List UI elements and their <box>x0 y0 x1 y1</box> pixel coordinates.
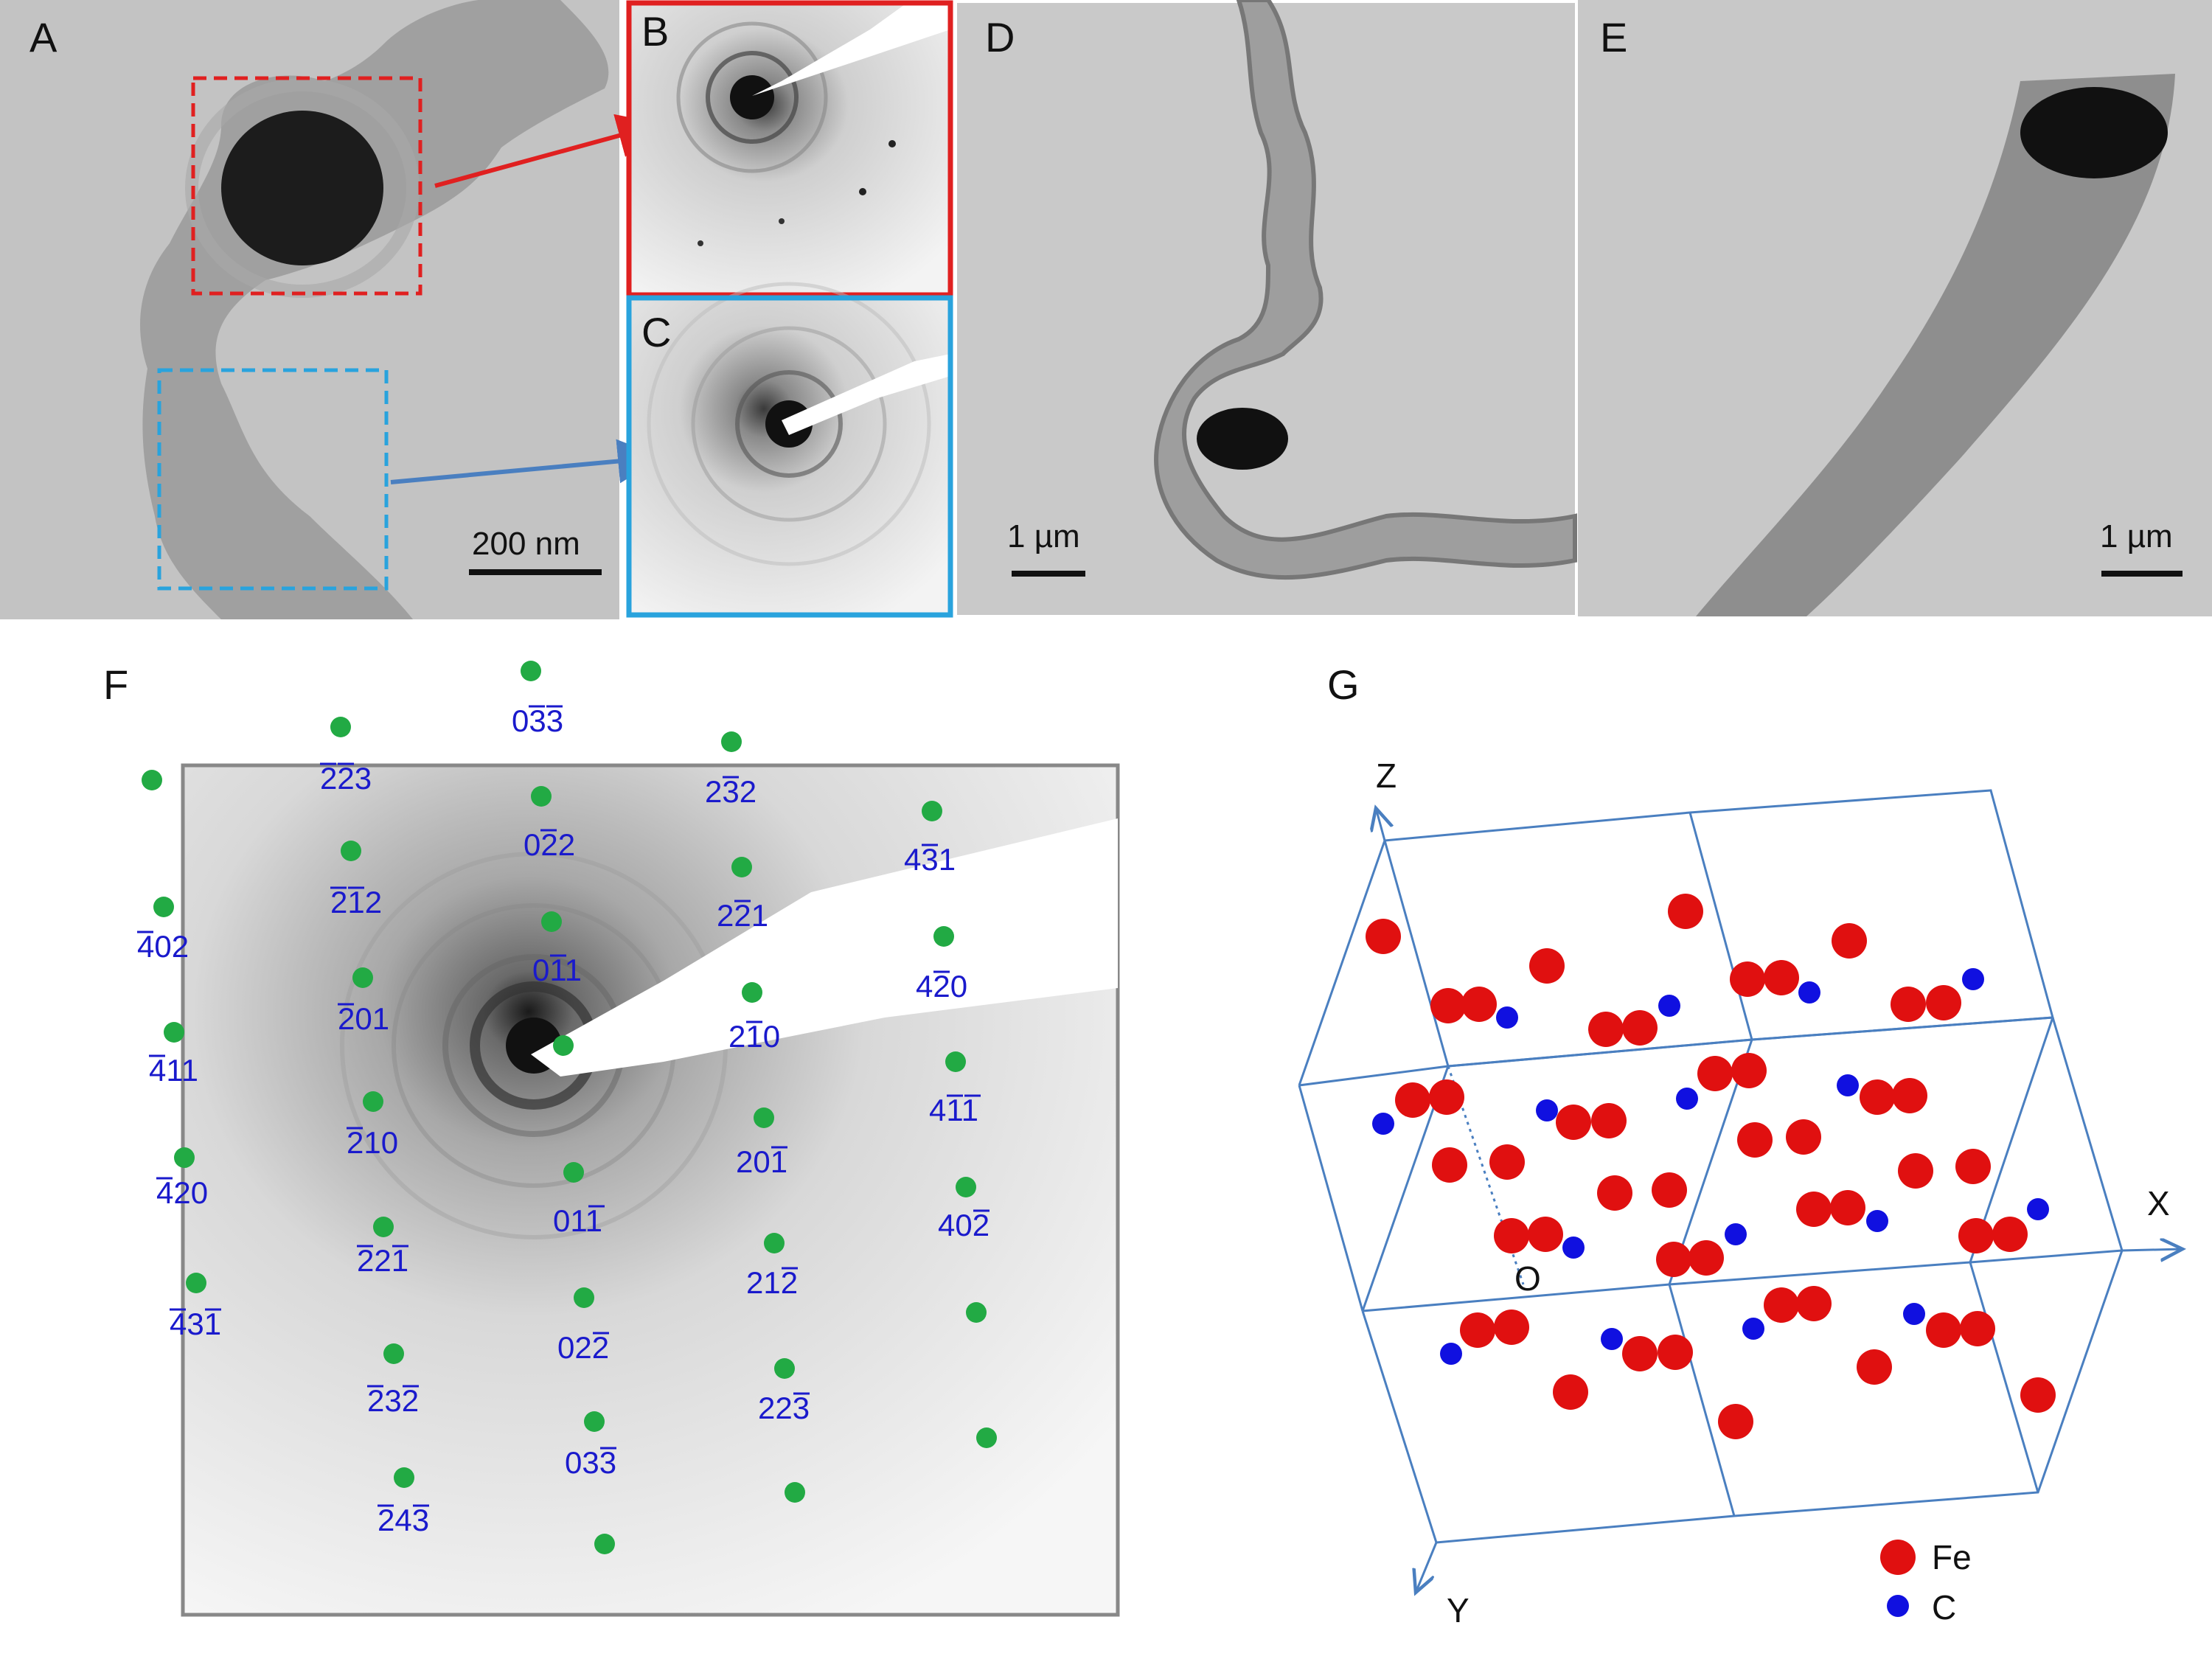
c-atoms <box>1372 968 2049 1365</box>
panel-g: G Z X Y O <box>1298 661 2183 1630</box>
svg-text:223: 223 <box>758 1391 810 1425</box>
svg-text:221: 221 <box>717 898 768 933</box>
svg-text:212: 212 <box>746 1265 798 1300</box>
svg-text:022: 022 <box>557 1330 609 1365</box>
panel-e: 1 µm E <box>1578 0 2212 616</box>
panel-b: B <box>626 0 953 298</box>
legend-c-label: C <box>1932 1588 1956 1627</box>
axis-z-label: Z <box>1376 757 1397 795</box>
svg-text:011: 011 <box>553 1203 602 1238</box>
svg-text:420: 420 <box>156 1175 208 1210</box>
axis-x-label: X <box>2147 1184 2170 1222</box>
svg-text:022: 022 <box>524 827 575 862</box>
svg-text:411: 411 <box>149 1053 198 1088</box>
axis-y-label: Y <box>1447 1591 1470 1630</box>
svg-text:402: 402 <box>137 929 189 964</box>
panel-e-scale-label: 1 µm <box>2100 518 2173 554</box>
axis-y <box>1416 1542 1438 1593</box>
panel-c: C <box>626 282 953 618</box>
axis-x <box>2121 1249 2183 1251</box>
svg-text:212: 212 <box>330 885 382 919</box>
panel-f: F <box>103 661 1120 1617</box>
svg-text:402: 402 <box>938 1208 990 1242</box>
panel-a-scale-label: 200 nm <box>472 526 580 562</box>
panel-a-letter: A <box>29 14 58 60</box>
svg-text:210: 210 <box>728 1019 780 1054</box>
diffraction-spots <box>142 661 997 1554</box>
svg-text:221: 221 <box>357 1243 408 1278</box>
fe-atoms <box>1366 894 2056 1439</box>
svg-text:411: 411 <box>929 1093 978 1127</box>
panel-d: 1 µm D <box>957 0 1577 615</box>
panel-f-letter: F <box>103 661 128 708</box>
svg-text:431: 431 <box>170 1307 221 1341</box>
svg-text:201: 201 <box>736 1144 787 1179</box>
panel-g-letter: G <box>1327 661 1360 708</box>
miller-index-labels: 033 223 232 022 212 221 431 402 011 201 … <box>137 703 990 1537</box>
panel-c-letter: C <box>641 309 671 355</box>
legend: Fe C <box>1880 1538 1972 1627</box>
panel-d-letter: D <box>985 14 1015 60</box>
arrow-blue <box>390 439 663 484</box>
svg-text:420: 420 <box>916 969 967 1004</box>
svg-text:201: 201 <box>338 1001 389 1036</box>
svg-text:223: 223 <box>320 761 372 796</box>
origin-label: O <box>1514 1259 1541 1298</box>
svg-text:232: 232 <box>367 1383 419 1418</box>
svg-text:033: 033 <box>565 1445 616 1480</box>
panel-a: 200 nm A <box>0 0 619 619</box>
svg-text:033: 033 <box>512 703 563 738</box>
arrow-red <box>434 114 663 188</box>
svg-text:243: 243 <box>378 1503 429 1537</box>
lattice-frame <box>1298 789 2124 1544</box>
panel-d-scale-label: 1 µm <box>1007 518 1080 554</box>
svg-text:210: 210 <box>347 1125 398 1160</box>
legend-c-swatch <box>1887 1595 1909 1617</box>
legend-fe-label: Fe <box>1932 1538 1972 1576</box>
legend-fe-swatch <box>1880 1540 1916 1575</box>
axis-z <box>1376 808 1385 841</box>
svg-text:011: 011 <box>532 953 582 987</box>
svg-text:232: 232 <box>705 774 757 809</box>
svg-text:431: 431 <box>904 842 956 877</box>
panel-e-letter: E <box>1600 14 1627 60</box>
panel-b-letter: B <box>641 8 669 55</box>
